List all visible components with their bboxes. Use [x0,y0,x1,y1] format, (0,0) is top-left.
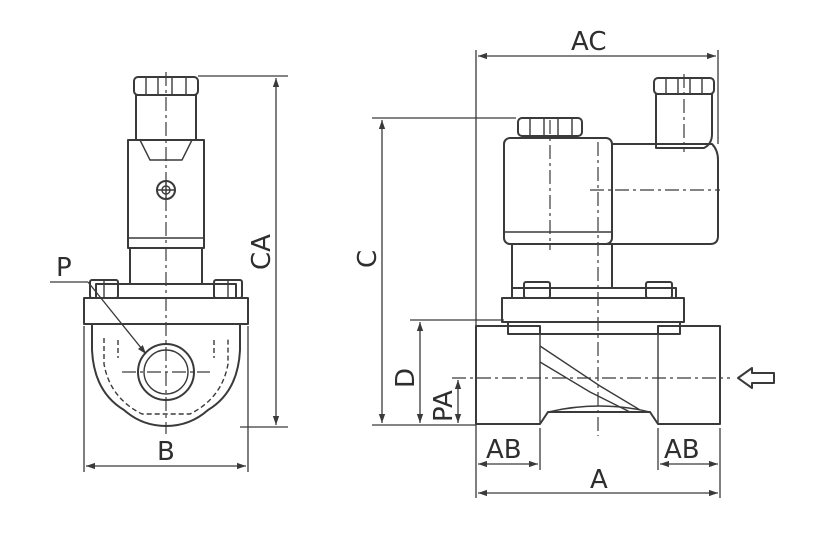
dim-A: A [478,465,718,497]
dim-label-CA: CA [247,234,277,270]
dim-label-D: D [391,368,421,388]
dim-label-P: P [56,253,72,283]
dim-label-AC: AC [571,27,606,57]
dim-label-PA: PA [429,390,459,422]
dim-label-C: C [353,250,383,268]
dim-AC: AC [475,27,719,498]
dim-label-B: B [157,437,175,467]
dim-CA: CA [198,75,288,428]
dim-label-A: A [590,465,608,495]
dim-label-AB-right: AB [664,435,700,465]
side-body [475,325,721,425]
side-coil [503,137,719,245]
flow-arrow-icon [737,367,775,389]
dim-AB-left: AB [478,428,541,470]
dim-B: B [83,326,249,472]
side-top-nut [517,117,583,137]
dim-P: P [50,253,147,355]
dim-PA: PA [429,380,462,423]
side-view: AC C D PA AB [353,27,775,498]
front-view: P CA B [50,72,288,472]
dim-D: D [391,319,504,423]
dim-label-AB-left: AB [486,435,522,465]
dim-C: C [353,117,516,426]
dim-AB-right: AB [657,428,721,498]
